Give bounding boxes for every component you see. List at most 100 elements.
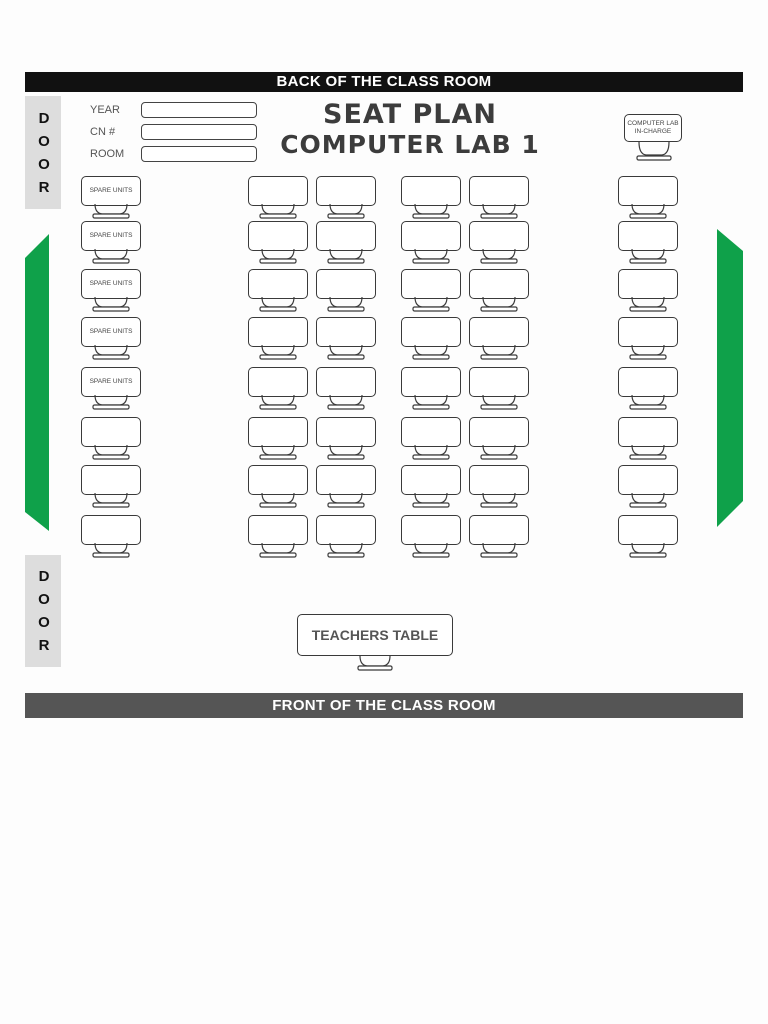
monitor-stand-icon [92, 395, 130, 410]
monitor-screen [81, 417, 141, 447]
monitor-stand-icon [92, 204, 130, 219]
cn-label: CN # [90, 126, 116, 138]
monitor-screen [618, 269, 678, 299]
monitor-screen [469, 221, 529, 251]
computer-station [81, 465, 141, 511]
computer-station [469, 515, 529, 561]
monitor-screen [469, 417, 529, 447]
computer-station [316, 176, 376, 222]
monitor-stand-icon [259, 543, 297, 558]
computer-station: SPARE UNITS [81, 269, 141, 315]
room-field[interactable] [141, 146, 257, 162]
computer-station [248, 417, 308, 463]
in-charge-label-line: IN-CHARGE [634, 128, 672, 135]
monitor-stand-icon [629, 493, 667, 508]
computer-station [618, 465, 678, 511]
computer-station [248, 515, 308, 561]
monitor-stand-icon [92, 297, 130, 312]
computer-station [469, 221, 529, 267]
monitor-stand-icon [259, 204, 297, 219]
computer-station [618, 221, 678, 267]
monitor-stand-icon [629, 445, 667, 460]
computer-station: SPARE UNITS [81, 317, 141, 363]
computer-station [316, 417, 376, 463]
monitor-screen: SPARE UNITS [81, 367, 141, 397]
monitor-screen [81, 465, 141, 495]
monitor-screen [618, 176, 678, 206]
monitor-stand-icon [92, 445, 130, 460]
door-letter: R [38, 178, 51, 196]
monitor-stand-icon [327, 395, 365, 410]
monitor-stand-icon [629, 249, 667, 264]
monitor-screen [469, 367, 529, 397]
monitor-stand-icon [412, 395, 450, 410]
monitor-stand-icon [636, 142, 672, 161]
monitor-stand-icon [327, 249, 365, 264]
monitor-screen [618, 317, 678, 347]
computer-station [469, 269, 529, 315]
monitor-stand-icon [327, 445, 365, 460]
year-label: YEAR [90, 104, 120, 116]
monitor-screen [618, 221, 678, 251]
computer-station [316, 465, 376, 511]
monitor-screen [248, 465, 308, 495]
monitor-screen [618, 515, 678, 545]
monitor-stand-icon [259, 395, 297, 410]
monitor-screen [248, 515, 308, 545]
computer-station [81, 515, 141, 561]
monitor-screen [248, 317, 308, 347]
monitor-stand-icon [412, 204, 450, 219]
computer-station [248, 176, 308, 222]
monitor-stand-icon [259, 297, 297, 312]
right-green-wall [717, 229, 743, 527]
monitor-stand-icon [480, 249, 518, 264]
computer-station [618, 269, 678, 315]
monitor-screen [316, 221, 376, 251]
monitor-screen [469, 465, 529, 495]
monitor-screen [316, 417, 376, 447]
computer-station [618, 176, 678, 222]
monitor-stand-icon [259, 493, 297, 508]
front-of-classroom-banner: FRONT OF THE CLASS ROOM [25, 693, 743, 718]
monitor-stand-icon [412, 493, 450, 508]
cn-field[interactable] [141, 124, 257, 140]
door-letter: R [38, 637, 51, 654]
monitor-screen [618, 367, 678, 397]
computer-station [248, 367, 308, 413]
monitor-screen [248, 417, 308, 447]
monitor-stand-icon [259, 345, 297, 360]
teachers-table: TEACHERS TABLE [297, 614, 453, 656]
room-label: ROOM [90, 148, 125, 160]
page-subtitle: COMPUTER LAB 1 [280, 130, 540, 159]
monitor-stand-icon [480, 493, 518, 508]
computer-station [469, 417, 529, 463]
door-letter: D [38, 109, 51, 127]
monitor-stand-icon [327, 493, 365, 508]
computer-station [618, 417, 678, 463]
monitor-stand-icon [327, 345, 365, 360]
monitor-stand-icon [480, 543, 518, 558]
monitor-screen [618, 465, 678, 495]
computer-station: SPARE UNITS [81, 367, 141, 413]
monitor-stand-icon [412, 249, 450, 264]
computer-station [81, 417, 141, 463]
monitor-stand-icon [480, 345, 518, 360]
monitor-screen: SPARE UNITS [81, 176, 141, 206]
computer-station [469, 367, 529, 413]
monitor-screen [401, 465, 461, 495]
monitor-screen [618, 417, 678, 447]
door-letter: O [38, 155, 51, 173]
monitor-stand-icon [629, 395, 667, 410]
monitor-screen [469, 515, 529, 545]
door-bottom: D O O R [25, 555, 61, 667]
monitor-screen [401, 269, 461, 299]
monitor-stand-icon [480, 297, 518, 312]
door-letter: O [38, 614, 51, 631]
monitor-screen: SPARE UNITS [81, 317, 141, 347]
door-letter: O [38, 132, 51, 150]
year-field[interactable] [141, 102, 257, 118]
page-title: SEAT PLAN [323, 99, 497, 130]
computer-station [316, 317, 376, 363]
monitor-stand-icon [92, 543, 130, 558]
computer-station [401, 221, 461, 267]
